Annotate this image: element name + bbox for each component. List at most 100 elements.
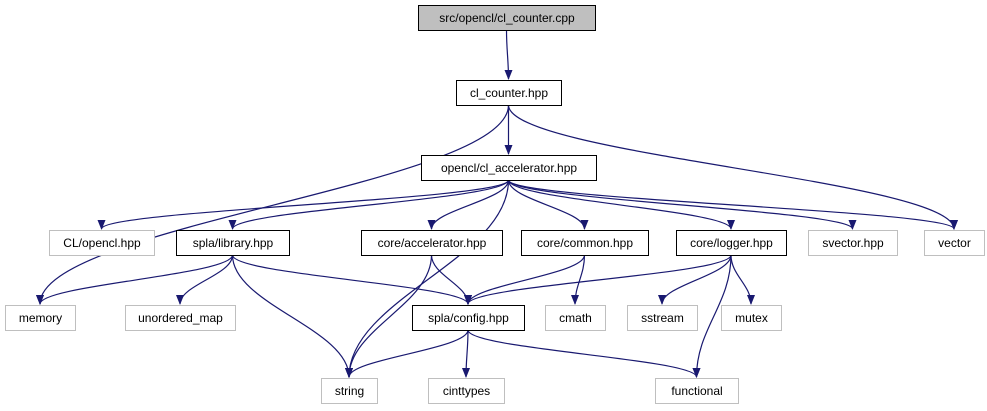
node-box: [412, 305, 525, 331]
edge-cl_accel-to-clopencl: [97, 179, 510, 230]
edges-layer: [36, 29, 958, 378]
edge-line: [36, 104, 510, 305]
node-core_accel[interactable]: core/accelerator.hpp: [361, 230, 503, 256]
edge-line: [504, 29, 513, 80]
edge-line: [97, 179, 510, 230]
edge-cl_accel-to-core_common: [507, 179, 589, 230]
node-box: [676, 230, 787, 256]
edge-line: [692, 254, 732, 378]
edge-line: [231, 254, 353, 378]
node-core_common[interactable]: core/common.hpp: [521, 230, 649, 256]
edge-config-to-cinttypes: [462, 329, 471, 378]
nodes-layer: src/opencl/cl_counter.cpp cl_counter.hppo…: [5, 5, 985, 404]
edge-core_common-to-cmath: [571, 254, 586, 305]
node-box: [545, 305, 606, 331]
node-label: unordered_map: [138, 311, 223, 325]
edge-core_accel-to-string: [345, 254, 433, 378]
node-root[interactable]: src/opencl/cl_counter.cpp: [418, 5, 596, 31]
node-label: core/accelerator.hpp: [378, 236, 487, 250]
node-label: cinttypes: [443, 384, 490, 398]
node-box: [721, 305, 782, 331]
node-cl_counter[interactable]: cl_counter.hpp: [456, 80, 562, 106]
node-label: spla/config.hpp: [428, 311, 509, 325]
node-label: memory: [19, 311, 62, 325]
edge-core_logger-to-config: [464, 254, 732, 305]
edge-library-to-config: [231, 254, 472, 305]
node-label: src/opencl/cl_counter.cpp: [439, 11, 575, 25]
node-label: core/common.hpp: [537, 236, 633, 250]
node-box: [321, 378, 378, 404]
node-label: functional: [671, 384, 722, 398]
node-box: [655, 378, 739, 404]
edge-line: [228, 179, 510, 230]
edge-line: [507, 104, 958, 230]
node-string: string: [321, 378, 378, 404]
edge-line: [658, 254, 732, 305]
node-label: vector: [938, 236, 971, 250]
edge-cl_accel-to-library: [228, 179, 510, 230]
node-box: [5, 305, 76, 331]
node-cinttypes: cinttypes: [428, 378, 505, 404]
edge-line: [507, 179, 958, 230]
edge-line: [427, 179, 510, 230]
node-box: [428, 378, 505, 404]
node-box: [521, 230, 649, 256]
node-box: [627, 305, 698, 331]
edge-cl_accel-to-string: [345, 179, 510, 378]
edge-library-to-string: [231, 254, 353, 378]
node-unordered_map: unordered_map: [125, 305, 236, 331]
node-clopencl: CL/opencl.hpp: [49, 230, 155, 256]
node-box: [456, 80, 562, 106]
edge-line: [464, 254, 732, 305]
edge-cl_counter-to-memory: [36, 104, 510, 305]
edge-library-to-unordered_map: [176, 254, 234, 305]
edge-line: [36, 254, 234, 305]
node-label: core/logger.hpp: [690, 236, 773, 250]
node-core_logger[interactable]: core/logger.hpp: [676, 230, 787, 256]
node-vector: vector: [924, 230, 985, 256]
edge-line: [730, 254, 755, 305]
node-svector: svector.hpp: [808, 230, 898, 256]
edge-line: [176, 254, 234, 305]
edge-line: [231, 254, 472, 305]
node-label: svector.hpp: [822, 236, 884, 250]
node-library[interactable]: spla/library.hpp: [176, 230, 290, 256]
edge-line: [345, 329, 469, 378]
edge-cl_accel-to-core_accel: [427, 179, 510, 230]
edge-line: [507, 179, 857, 230]
node-label: string: [335, 384, 364, 398]
edge-line: [571, 254, 586, 305]
node-functional: functional: [655, 378, 739, 404]
edge-core_logger-to-mutex: [730, 254, 755, 305]
node-mutex: mutex: [721, 305, 782, 331]
edge-line: [507, 179, 589, 230]
edge-line: [345, 254, 433, 378]
node-label: cmath: [559, 311, 592, 325]
edge-cl_counter-to-vector: [507, 104, 958, 230]
edge-core_logger-to-functional: [692, 254, 732, 378]
node-cl_accel[interactable]: opencl/cl_accelerator.hpp: [421, 155, 597, 181]
edge-core_common-to-config: [464, 254, 586, 305]
node-config[interactable]: spla/config.hpp: [412, 305, 525, 331]
node-box: [924, 230, 985, 256]
edge-line: [345, 179, 510, 378]
node-label: spla/library.hpp: [193, 236, 274, 250]
node-box: [125, 305, 236, 331]
edge-core_logger-to-sstream: [658, 254, 732, 305]
node-label: opencl/cl_accelerator.hpp: [441, 161, 577, 175]
edge-line: [507, 179, 735, 230]
edge-line: [464, 254, 586, 305]
edge-cl_accel-to-vector: [507, 179, 958, 230]
edge-library-to-memory: [36, 254, 234, 305]
edge-line: [462, 329, 471, 378]
node-box: [49, 230, 155, 256]
edge-config-to-functional: [467, 329, 701, 378]
node-box: [808, 230, 898, 256]
node-sstream: sstream: [627, 305, 698, 331]
edge-line: [467, 329, 701, 378]
node-box: [418, 5, 596, 31]
edge-cl_accel-to-core_logger: [507, 179, 735, 230]
node-label: CL/opencl.hpp: [63, 236, 141, 250]
edge-root-to-cl_counter: [504, 29, 513, 80]
